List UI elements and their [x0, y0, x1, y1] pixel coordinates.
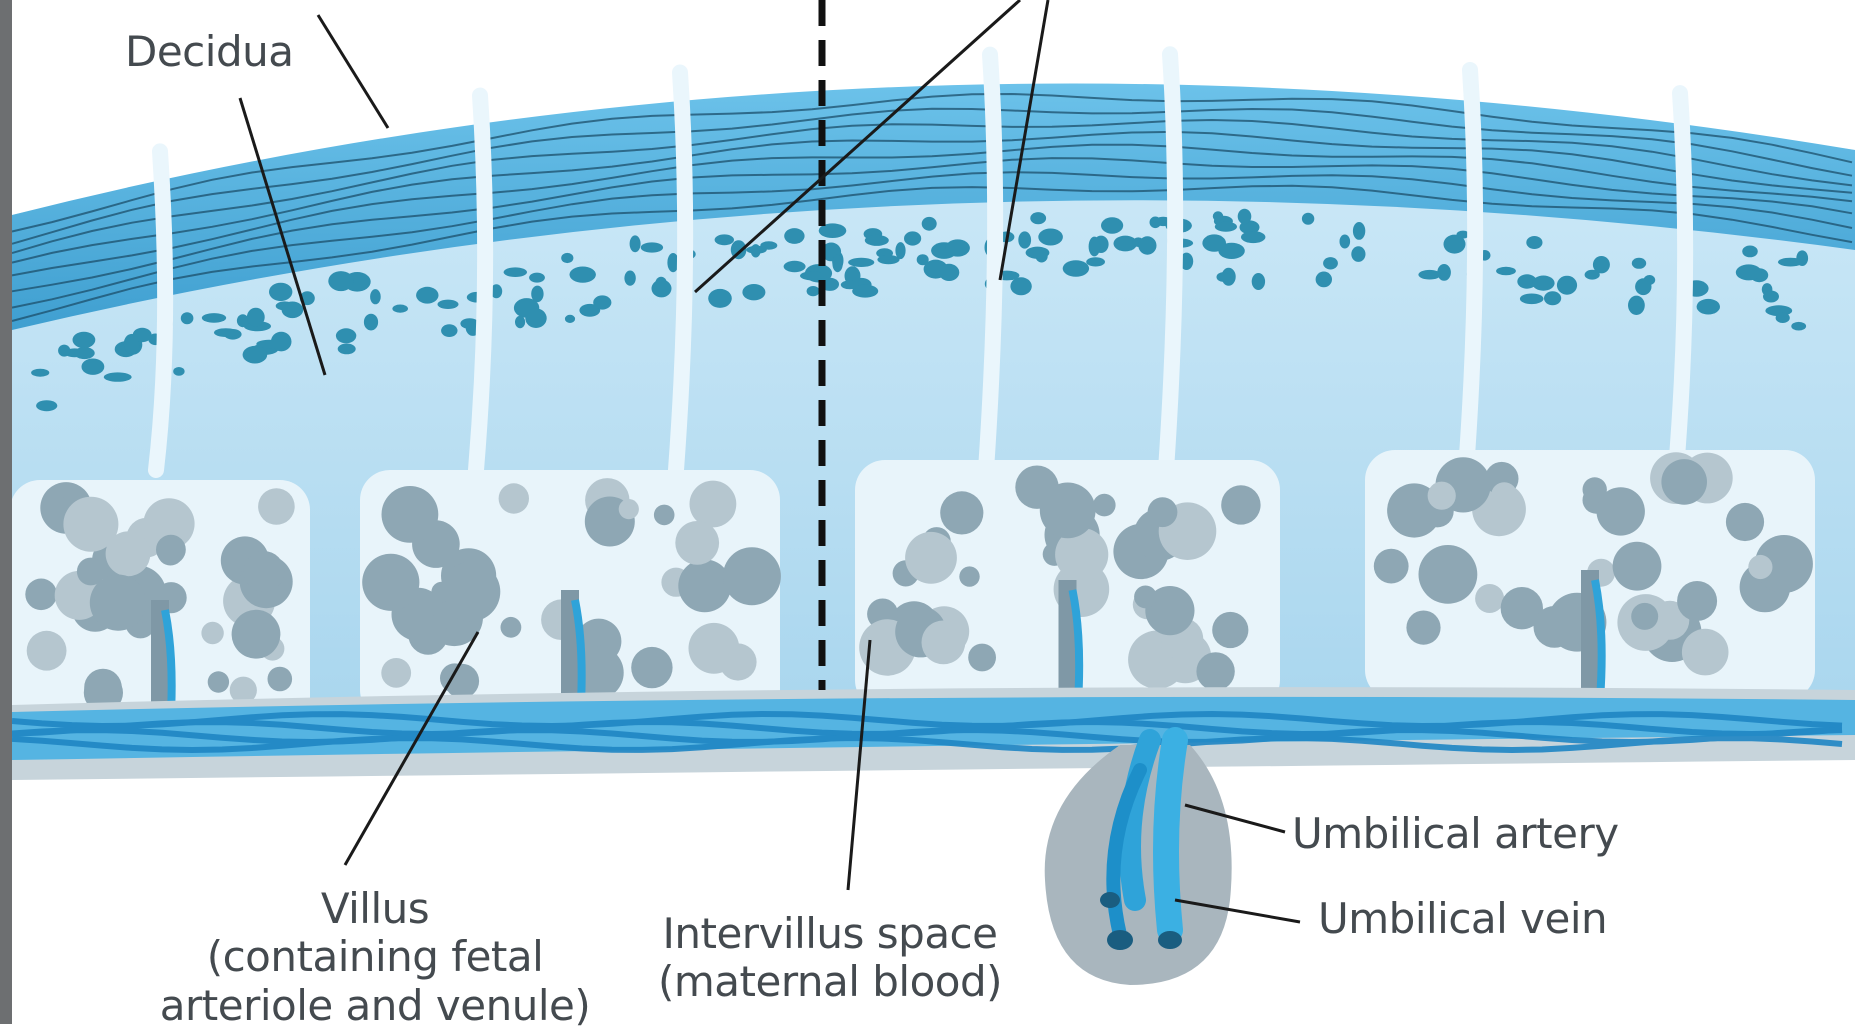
- label-villus-sub: (containing fetal: [105, 933, 645, 981]
- label-intervillus-sub: (maternal blood): [620, 958, 1040, 1006]
- label-villus-sub2: arteriole and venule): [105, 982, 645, 1030]
- label-villus-title: Villus: [105, 885, 645, 933]
- label-intervillus: Intervillus space (maternal blood): [620, 910, 1040, 1007]
- left-frame-edge: [0, 0, 12, 1024]
- label-intervillus-title: Intervillus space: [620, 910, 1040, 958]
- label-umbilical-vein: Umbilical vein: [1318, 895, 1607, 943]
- label-villus: Villus (containing fetal arteriole and v…: [105, 885, 645, 1030]
- label-umbilical-artery: Umbilical artery: [1292, 810, 1619, 858]
- umbilical-cord: [1045, 740, 1232, 985]
- label-decidua: Decidua: [125, 28, 293, 76]
